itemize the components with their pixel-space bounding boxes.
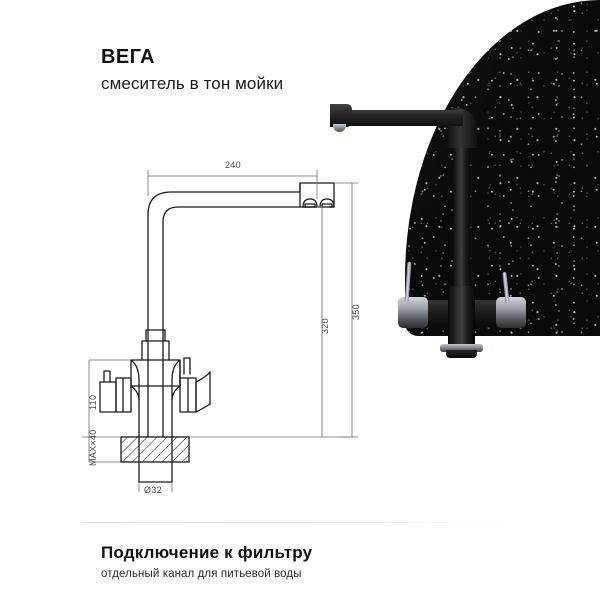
faucet-base-collar — [440, 344, 483, 352]
faucet-spout-arm — [330, 110, 463, 126]
faucet-body — [448, 286, 475, 348]
footer-title: Подключение к фильтру — [101, 543, 313, 562]
dimension-label-spout-height: 320 — [320, 318, 330, 334]
faucet-riser — [453, 118, 470, 288]
granite-background — [405, 0, 600, 336]
page-subtitle: смеситель в тон мойки — [101, 74, 284, 93]
footer-subtitle: отдельный канал для питьевой воды — [101, 568, 302, 580]
product-photo — [330, 0, 600, 360]
countertop-section — [120, 436, 190, 483]
page-title: ВЕГА — [101, 46, 155, 68]
dimension-label-deck-thickness: MAX×40 — [88, 429, 98, 466]
dimension-label-spout-reach: 240 — [225, 160, 241, 170]
faucet-handle-right — [496, 297, 526, 328]
dimension-label-total-height: 350 — [351, 304, 361, 320]
faucet-handle-left — [398, 297, 428, 328]
faucet-spout-tip — [330, 104, 352, 127]
faucet-base — [446, 350, 477, 358]
dimension-label-base-diameter: Ø32 — [144, 485, 162, 495]
footer-divider — [82, 522, 518, 523]
dimension-label-handle-height: 110 — [88, 394, 98, 410]
aerator-nozzle-right — [333, 124, 346, 132]
